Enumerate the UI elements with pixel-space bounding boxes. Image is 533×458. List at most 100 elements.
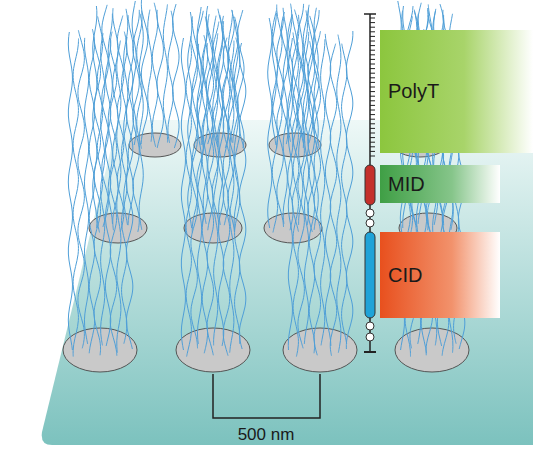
- molecule-schematic: [364, 14, 376, 352]
- band-label: PolyT: [380, 80, 439, 103]
- dna-strand: [97, 16, 102, 232]
- dna-strand: [342, 44, 347, 344]
- pad: [283, 328, 357, 372]
- dna-strand: [238, 10, 244, 148]
- dna-strand: [117, 41, 121, 353]
- dna-strand: [168, 11, 173, 143]
- tick: [370, 50, 375, 51]
- dna-strand: [337, 35, 341, 353]
- dna-strand: [202, 35, 207, 353]
- dna-strand: [78, 30, 84, 348]
- tick: [370, 110, 375, 111]
- dna-strand: [239, 43, 245, 349]
- tick: [370, 41, 375, 42]
- tick: [370, 36, 375, 37]
- tick: [370, 91, 375, 92]
- tick: [370, 31, 375, 32]
- dna-strand: [101, 33, 105, 345]
- dna-strand: [235, 38, 240, 344]
- tick: [370, 100, 375, 101]
- tick: [370, 22, 375, 23]
- tick: [370, 68, 375, 69]
- dna-strand: [139, 14, 143, 230]
- dna-strand: [105, 40, 110, 346]
- polyt-band: PolyT: [380, 30, 533, 153]
- polyt-ticks: [370, 18, 375, 156]
- dna-strand: [299, 15, 303, 225]
- dna-strand: [207, 43, 213, 355]
- strand-anchor: [364, 351, 376, 353]
- tick: [370, 105, 375, 106]
- mid-segment: [365, 165, 375, 205]
- dna-strand: [148, 10, 152, 142]
- dna-strand: [325, 34, 331, 346]
- strand-end: [364, 13, 376, 15]
- dna-strand: [293, 33, 298, 357]
- dna-strand: [223, 38, 229, 356]
- dna-strand: [152, 3, 157, 147]
- band-label: CID: [380, 264, 422, 287]
- tick: [370, 59, 375, 60]
- dna-strand: [288, 38, 292, 350]
- dna-strand: [68, 32, 72, 350]
- tick: [370, 142, 375, 143]
- dna-strand: [126, 37, 132, 349]
- tick: [370, 156, 375, 157]
- dna-strand: [234, 20, 238, 230]
- dna-strand: [219, 15, 223, 225]
- cid-band: CID: [380, 232, 500, 318]
- spacer: [366, 333, 374, 341]
- dna-strand: [197, 44, 201, 344]
- tick: [370, 146, 375, 147]
- dna-strand: [133, 10, 139, 232]
- dna-strand: [102, 5, 108, 227]
- tick: [370, 119, 375, 120]
- dna-strand: [141, 0, 148, 144]
- dna-strand: [230, 41, 234, 353]
- tick: [370, 123, 375, 124]
- dna-strand: [122, 32, 127, 344]
- tick: [370, 128, 375, 129]
- tick: [370, 45, 375, 46]
- cid-segment: [365, 232, 375, 318]
- tick: [370, 54, 375, 55]
- dna-strand: [94, 37, 101, 355]
- tick: [370, 27, 375, 28]
- dna-strand: [314, 31, 320, 355]
- tick: [370, 151, 375, 152]
- spacer: [366, 322, 374, 330]
- scale-label: 500 nm: [238, 425, 295, 445]
- tick: [370, 87, 375, 88]
- mid-band: MID: [380, 165, 500, 203]
- tick: [370, 64, 375, 65]
- scale-bracket: [213, 374, 320, 418]
- dna-strand: [277, 17, 284, 227]
- band-label: MID: [380, 173, 425, 196]
- dna-strand: [283, 8, 287, 224]
- tick: [370, 137, 375, 138]
- dna-strand: [157, 10, 163, 148]
- dna-strand: [84, 38, 88, 344]
- dna-strand: [173, 4, 179, 148]
- spacer: [366, 209, 374, 217]
- tick: [370, 18, 375, 19]
- dna-strand: [181, 38, 185, 350]
- tick: [370, 133, 375, 134]
- dna-strand: [163, 4, 167, 142]
- tick: [370, 77, 375, 78]
- dna-strand: [268, 18, 272, 228]
- dna-strand: [214, 33, 218, 345]
- dna-strand: [330, 44, 336, 356]
- spacer: [366, 219, 374, 227]
- dna-strand: [321, 39, 325, 345]
- dna-strand: [110, 32, 117, 356]
- pad: [395, 328, 469, 372]
- dna-strand: [298, 42, 304, 348]
- tick: [370, 96, 375, 97]
- dna-strand: [73, 39, 78, 357]
- dna-strand: [89, 29, 94, 353]
- dna-strand: [304, 32, 308, 344]
- tick: [370, 114, 375, 115]
- tick: [370, 73, 375, 74]
